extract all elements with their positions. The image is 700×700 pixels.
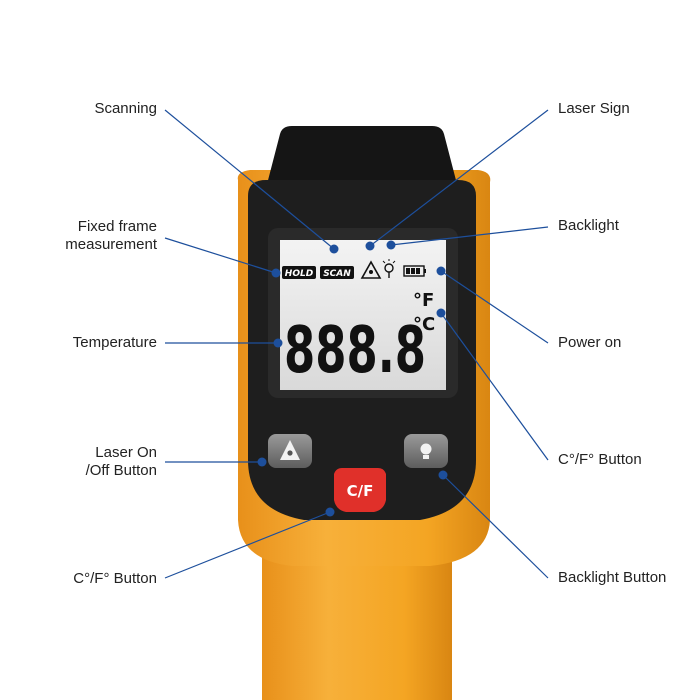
top-cap [266,126,458,188]
callout-fixed-frame-line1: Fixed frame [77,218,157,235]
callout-backlight-button: Backlight Button [558,569,667,586]
scan-label: SCAN [323,269,351,279]
bulb-icon [420,443,432,455]
cf-button-label: C/F [347,482,374,500]
callout-power-on: Power on [558,334,622,351]
hold-label: HOLD [285,269,314,279]
pointer-dots [257,240,448,517]
battery-icon [403,265,426,277]
unit-c-label: °C [413,314,435,335]
callout-backlight: Backlight [558,217,619,234]
laser-warning-icon [360,260,382,279]
callout-laser-onoff-line2: /Off Button [85,462,157,479]
leader-lines [164,109,549,579]
callout-laser-onoff: Laser On /Off Button [86,444,157,480]
hold-indicator [282,266,316,279]
callout-laser-sign: Laser Sign [558,100,630,117]
callout-laser-onoff-line1: Laser On [95,444,157,461]
callout-fixed-frame: Fixed frame measurement [65,218,157,254]
callout-scanning: Scanning [94,100,157,117]
cf-button[interactable]: C/F [334,468,386,512]
lcd-screen: HOLD SCAN °F °C 888.8 [280,240,446,390]
scan-indicator [320,266,354,279]
unit-f-label: °F [413,290,434,311]
laser-button[interactable] [268,434,312,468]
backlight-bulb-icon [382,259,396,278]
backlight-button[interactable] [404,434,448,468]
callout-temperature: Temperature [72,334,157,351]
callout-cf-button-left: C°/F° Button [73,570,157,587]
callout-cf-button-right: C°/F° Button [558,451,642,468]
temperature-reading: 888.8 [284,314,426,388]
callout-fixed-frame-line2: measurement [65,236,157,253]
